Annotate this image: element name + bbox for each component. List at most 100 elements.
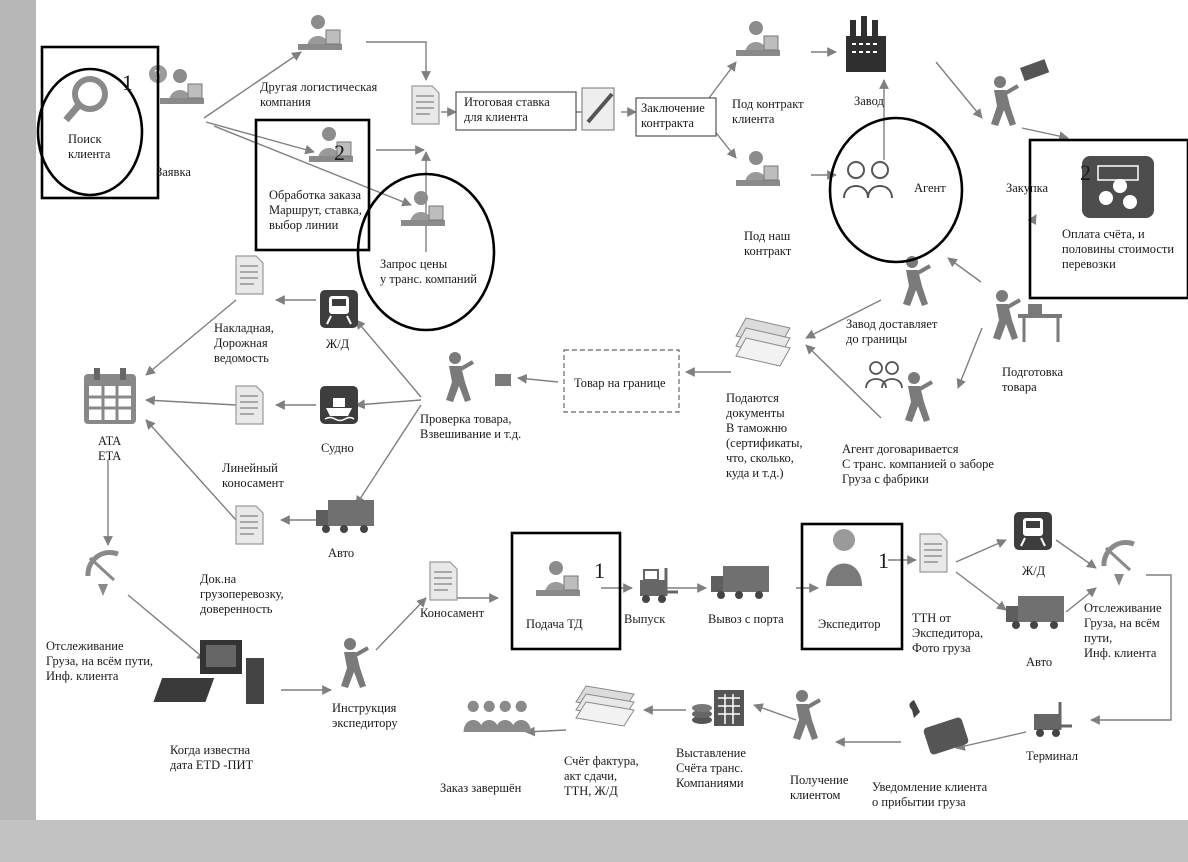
label-line: Авто [1026,655,1052,669]
label-line: половины стоимости [1062,242,1174,256]
label-line: Выпуск [624,612,666,626]
label-line: Груза, на всём пути, [46,654,153,668]
label-line: Запрос цены [380,257,448,271]
magnifier-icon [63,76,108,123]
document-icon [235,505,264,545]
label-line: Агент договаривается [842,442,959,456]
label-line: Подача ТД [526,617,583,631]
label-line: Агент [914,181,946,195]
label-release: Выпуск [624,612,666,626]
label-rail-top: Ж/Д [326,337,350,351]
label-line: Оплата счёта, и [1062,227,1145,241]
label-line: Инструкция [332,701,397,715]
label-purchase: Закупка [1006,181,1049,195]
label-line: Проверка товара, [420,412,511,426]
highlight-box [40,45,160,200]
label-line: ТТН от [912,611,952,625]
inspector-icon [444,350,511,404]
signing-icon [581,87,615,131]
carrier-icon [901,254,932,308]
forklift-icon [640,568,678,603]
label-line: выбор линии [269,218,339,232]
payment-icon [1082,156,1154,218]
label-line: что, сколько, [726,451,794,465]
document-stack-icon [575,685,635,727]
label-line: компания [260,95,311,109]
truck-icon [316,500,374,533]
label-line: клиентом [790,788,841,802]
label-line: товара [1002,380,1037,394]
label-line: контракт [744,244,792,258]
label-line: Дорожная [214,336,268,350]
label-line: Коносамент [420,606,485,620]
label-line: документы [726,406,785,420]
highlight-box [254,118,371,252]
label-line: пути, [1084,631,1112,645]
train-icon [319,289,359,329]
label-line: Отслеживание [1084,601,1162,615]
agent-icon [843,161,893,199]
document-icon [411,85,440,125]
bottom-band [0,820,1188,862]
label-line: контракта [641,116,694,130]
meeting-icon [735,20,781,57]
label-line: Маршрут, ставка, [269,203,362,217]
factory-icon [846,16,886,72]
phone-icon [909,700,969,755]
label-line: Компаниями [676,776,744,790]
label-line: (сертификаты, [726,436,803,450]
label-line: Завод [854,94,885,108]
label-line: Уведомление клиента [872,780,988,794]
highlight-box [800,522,904,651]
meeting-icon [735,150,781,187]
final-rate-box [455,91,577,131]
label-line: Судно [321,441,354,455]
label-line: клиента [68,147,111,161]
label-factory: Завод [854,94,885,108]
marker-number: 1 [878,548,889,573]
document-icon [429,561,458,601]
document-icon [235,385,264,425]
label-line: В таможню [726,421,787,435]
label-bill-lading: Коносамент [420,606,485,620]
label-line: Завод доставляет [846,317,938,331]
forwarder-icon [826,529,862,586]
billing-icon [692,690,744,726]
truck-icon [711,566,769,599]
calendar-icon [84,368,136,424]
label-line: грузоперевозку, [200,587,284,601]
label-line: Подаются [726,391,779,405]
truck-icon [1006,596,1064,629]
operator-icon [400,190,446,227]
marker-number: 2 [1080,160,1091,185]
label-line: Линейный [222,461,278,475]
label-line: о прибытии груза [872,795,966,809]
label-customs-decl: Подача ТД [526,617,583,631]
document-icon [919,533,948,573]
operator-icon [535,560,581,597]
label-line: ТТН, Ж/Д [564,784,618,798]
label-request: Заявка [156,165,191,179]
label-forwarder: Экспедитор [818,617,880,631]
label-line: Счёта транс. [676,761,743,775]
label-line: Инф. клиента [46,669,119,683]
document-stack-icon [735,317,791,367]
label-line: дата ETD -ПИТ [170,758,254,772]
label-line: Товар на границе [574,376,666,390]
buyer-icon [989,74,1020,128]
process-diagram: ? [36,14,1188,809]
label-line: клиента [732,112,775,126]
label-line: экспедитору [332,716,398,730]
label-line: Отслеживание [46,639,124,653]
label-order-done: Заказ завершён [440,781,522,795]
label-line: Док.на [200,572,237,586]
highlight-circle [356,172,496,332]
